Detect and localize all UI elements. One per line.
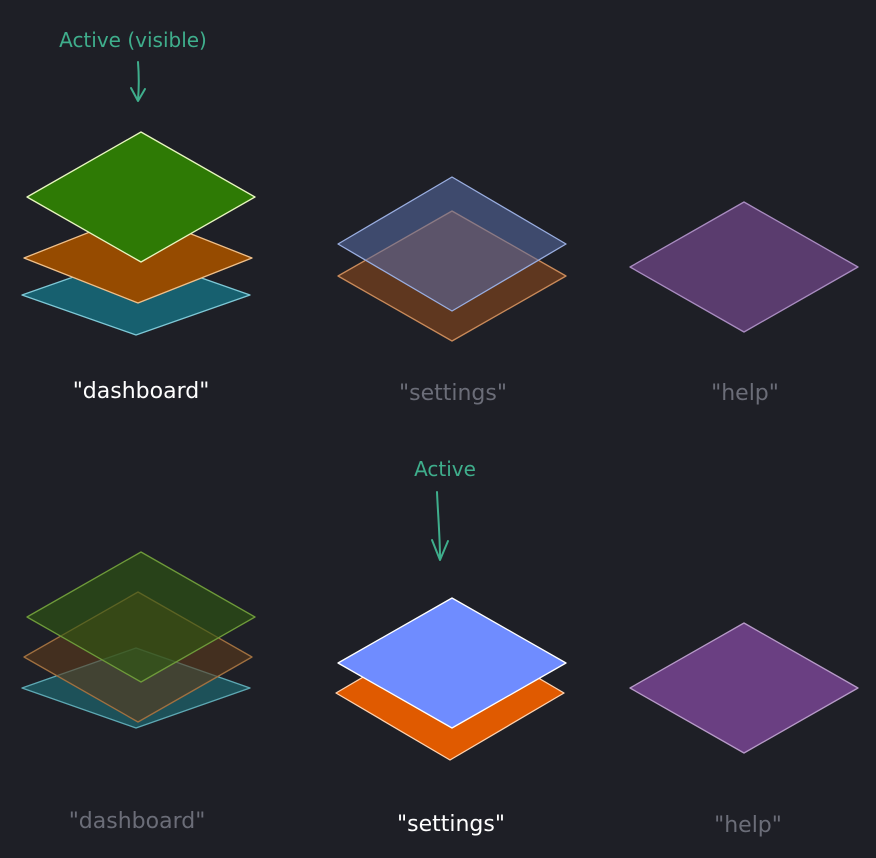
arrow-down-icon	[130, 61, 146, 102]
layer-settings-1	[337, 597, 567, 729]
annotation-bottom-group: Active	[414, 457, 476, 561]
view-stacks	[21, 131, 859, 761]
label-help-top: "help"	[711, 381, 779, 406]
layer-help-0	[629, 622, 859, 754]
label-settings-top: "settings"	[399, 381, 507, 406]
layer-help-0	[629, 201, 859, 333]
label-dashboard-bottom: "dashboard"	[69, 809, 206, 834]
view-labels: "dashboard" "settings" "help" "dashboard…	[69, 379, 782, 838]
label-help-bottom: "help"	[714, 813, 782, 838]
layer-dashboard-2	[26, 131, 256, 263]
layer-settings-1	[337, 176, 567, 312]
label-dashboard-top: "dashboard"	[73, 379, 210, 404]
annotation-top-text: Active (visible)	[59, 28, 207, 52]
stack-settings-bottom	[335, 597, 567, 761]
stack-dashboard-top	[21, 131, 256, 336]
layer-dashboard-2	[26, 551, 256, 683]
annotation-top-group: Active (visible)	[59, 28, 207, 102]
annotation-bottom-text: Active	[414, 457, 476, 481]
stack-help-bottom	[629, 622, 859, 754]
arrow-down-icon	[431, 491, 449, 561]
stack-dashboard-bottom	[21, 551, 256, 729]
stack-settings-top	[337, 176, 567, 342]
stack-help-top	[629, 201, 859, 333]
label-settings-bottom: "settings"	[397, 812, 505, 837]
